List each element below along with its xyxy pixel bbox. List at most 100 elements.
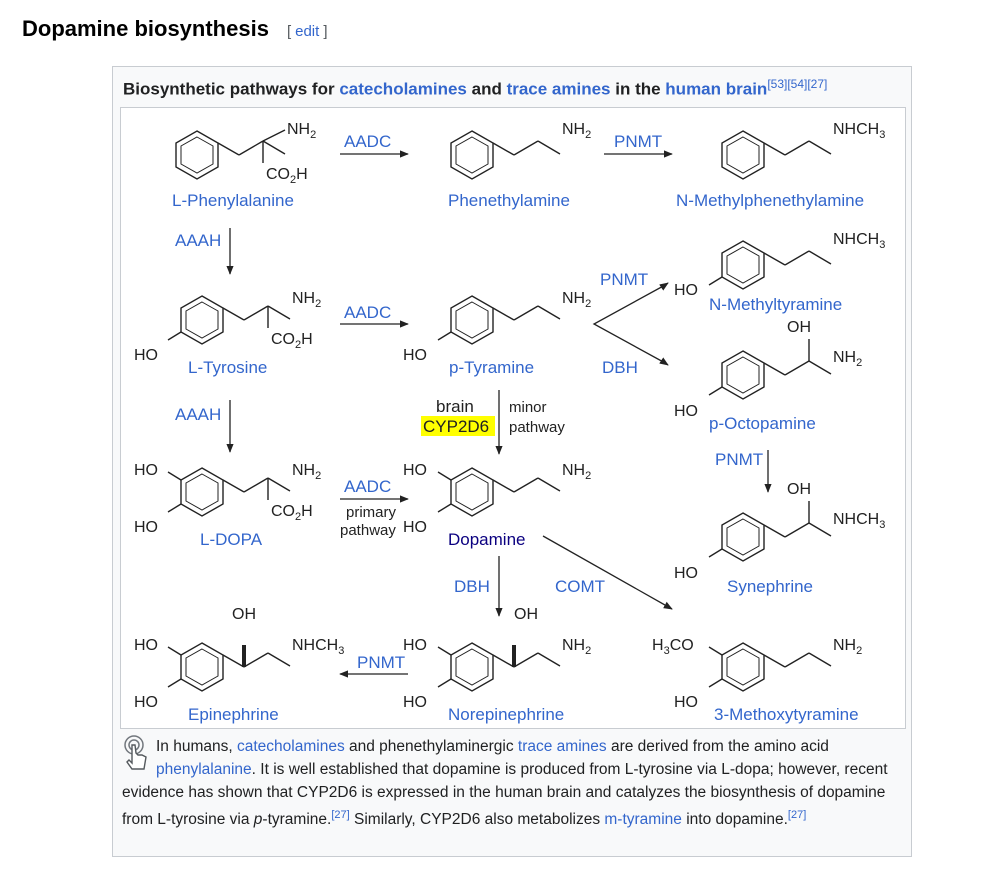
hydroxyl-group: HO (403, 637, 427, 654)
compound-3-methoxytyramine[interactable]: 3-Methoxytyramine (714, 705, 859, 724)
enzyme-aadc[interactable]: AADC (344, 477, 391, 496)
human-brain-link[interactable]: human brain (665, 79, 768, 99)
compound-p-octopamine[interactable]: p-Octopamine (709, 414, 816, 433)
figure-caption: In humans, catecholamines and phenethyla… (122, 735, 902, 831)
amine-group: NH2 (562, 462, 591, 482)
amine-group: NH2 (833, 637, 862, 657)
pathway-figure-box: Biosynthetic pathways for catecholamines… (112, 66, 912, 857)
compound-n-methyltyramine[interactable]: N-Methyltyramine (709, 295, 842, 314)
hydroxyl-group: HO (674, 282, 698, 299)
minor-label: minor (509, 399, 547, 416)
reaction-arrows (226, 150, 772, 678)
compound-p-tyramine[interactable]: p-Tyramine (449, 358, 534, 377)
carboxyl-group: CO2H (271, 503, 313, 523)
caption-text: In humans, (156, 738, 237, 755)
carboxyl-group: CO2H (266, 166, 308, 186)
title-references[interactable]: [53][54][27] (767, 77, 828, 91)
catecholamines-link[interactable]: catecholamines (339, 79, 467, 99)
cyp2d6-highlight (421, 416, 495, 436)
amine-group: NH2 (562, 290, 591, 310)
methylamine-group: NHCH3 (292, 637, 344, 657)
figure-title: Biosynthetic pathways for catecholamines… (123, 77, 827, 100)
caption-text: are derived from the amino acid (606, 738, 829, 755)
enzyme-comt[interactable]: COMT (555, 577, 605, 596)
title-text: Biosynthetic pathways for (123, 79, 340, 99)
caption-text: and phenethylaminergic (344, 738, 518, 755)
compound-l-dopa[interactable]: L-DOPA (200, 530, 263, 549)
arrow-comt (542, 535, 673, 610)
methylamine-group: NHCH3 (833, 511, 885, 531)
reference-link[interactable]: [27] (331, 809, 350, 821)
amine-group: NH2 (287, 121, 316, 141)
hydroxyl-group: HO (134, 694, 158, 711)
pathway-diagram: NH2 CO2H NH2 NHCH3 NH2 CO2H HO NH2 HO NH… (120, 107, 906, 729)
pathway-label: pathway (509, 419, 565, 436)
compound-n-methylphenethylamine[interactable]: N-Methylphenethylamine (676, 191, 864, 210)
hydroxyl-group: HO (674, 403, 698, 420)
enzyme-pnmt[interactable]: PNMT (357, 653, 405, 672)
interactive-pointer-icon[interactable] (122, 735, 152, 775)
hydroxyl-group: OH (514, 606, 538, 623)
reference-link[interactable]: [27] (787, 809, 807, 821)
amine-group: NH2 (292, 290, 321, 310)
branch-arrow (592, 283, 668, 365)
hydroxyl-group: HO (403, 462, 427, 479)
hydroxyl-group: OH (787, 481, 811, 498)
enzyme-pnmt[interactable]: PNMT (600, 270, 648, 289)
arrow-pnmt-2 (659, 282, 669, 291)
amine-group: NH2 (833, 349, 862, 369)
compound-phenylalanine[interactable]: L-Phenylalanine (172, 191, 294, 210)
phenylalanine-link[interactable]: phenylalanine (156, 761, 252, 778)
hydroxyl-group: HO (403, 347, 427, 364)
trace-amines-link[interactable]: trace amines (517, 738, 607, 755)
methoxy-group: H3CO (652, 637, 694, 657)
trace-amines-link[interactable]: trace amines (506, 79, 611, 99)
hydroxyl-group: HO (134, 462, 158, 479)
enzyme-cyp2d6: CYP2D6 (423, 417, 489, 436)
enzyme-aadc[interactable]: AADC (344, 132, 391, 151)
caption-text: into dopamine. (681, 811, 788, 829)
compound-epinephrine[interactable]: Epinephrine (188, 705, 279, 724)
catecholamines-link[interactable]: catecholamines (237, 738, 345, 755)
caption-text: -tyramine. (262, 811, 332, 829)
pathway-svg: NH2 CO2H NH2 NHCH3 NH2 CO2H HO NH2 HO NH… (134, 121, 885, 724)
hydroxyl-group: HO (403, 694, 427, 711)
m-tyramine-link[interactable]: m-tyramine (604, 811, 682, 829)
enzyme-dbh[interactable]: DBH (602, 358, 638, 377)
enzyme-aaah[interactable]: AAAH (175, 405, 221, 424)
compound-names: L-Phenylalanine Phenethylamine N-Methylp… (172, 191, 864, 724)
section-title: Dopamine biosynthesis (22, 16, 269, 41)
cyp2d6-annotation: brain CYP2D6 minor pathway primary pathw… (340, 397, 565, 539)
edit-section: [edit] (286, 23, 328, 40)
methylamine-group: NHCH3 (833, 121, 885, 141)
primary-label: primary (346, 504, 397, 521)
compound-norepinephrine[interactable]: Norepinephrine (448, 705, 564, 724)
enzyme-dbh[interactable]: DBH (454, 577, 490, 596)
methylamine-group: NHCH3 (833, 231, 885, 251)
compound-phenethylamine[interactable]: Phenethylamine (448, 191, 570, 210)
brain-label: brain (436, 397, 474, 416)
compound-tyrosine[interactable]: L-Tyrosine (188, 358, 267, 377)
section-heading: Dopamine biosynthesis [edit] (22, 16, 327, 46)
hydroxyl-group: OH (232, 606, 256, 623)
compound-synephrine[interactable]: Synephrine (727, 577, 813, 596)
hydroxyl-group: HO (134, 347, 158, 364)
hydroxyl-group: HO (134, 637, 158, 654)
title-text: in the (610, 79, 666, 99)
carboxyl-group: CO2H (271, 331, 313, 351)
hydroxyl-group: OH (787, 319, 811, 336)
enzyme-pnmt[interactable]: PNMT (614, 132, 662, 151)
caption-text: . It is well established that dopamine i… (122, 761, 888, 829)
hydroxyl-group: HO (674, 694, 698, 711)
compound-dopamine[interactable]: Dopamine (448, 530, 526, 549)
enzyme-pnmt[interactable]: PNMT (715, 450, 763, 469)
amine-group: NH2 (562, 121, 591, 141)
enzyme-aadc[interactable]: AADC (344, 303, 391, 322)
edit-link[interactable]: edit (295, 23, 320, 40)
enzyme-aaah[interactable]: AAAH (175, 231, 221, 250)
hydroxyl-group: HO (403, 519, 427, 536)
caption-italic: p (253, 811, 263, 829)
enzyme-labels: AADC PNMT AAAH AADC PNMT DBH AAAH PNMT A… (175, 132, 763, 672)
hydroxyl-group: HO (134, 519, 158, 536)
hydroxyl-group: HO (674, 565, 698, 582)
